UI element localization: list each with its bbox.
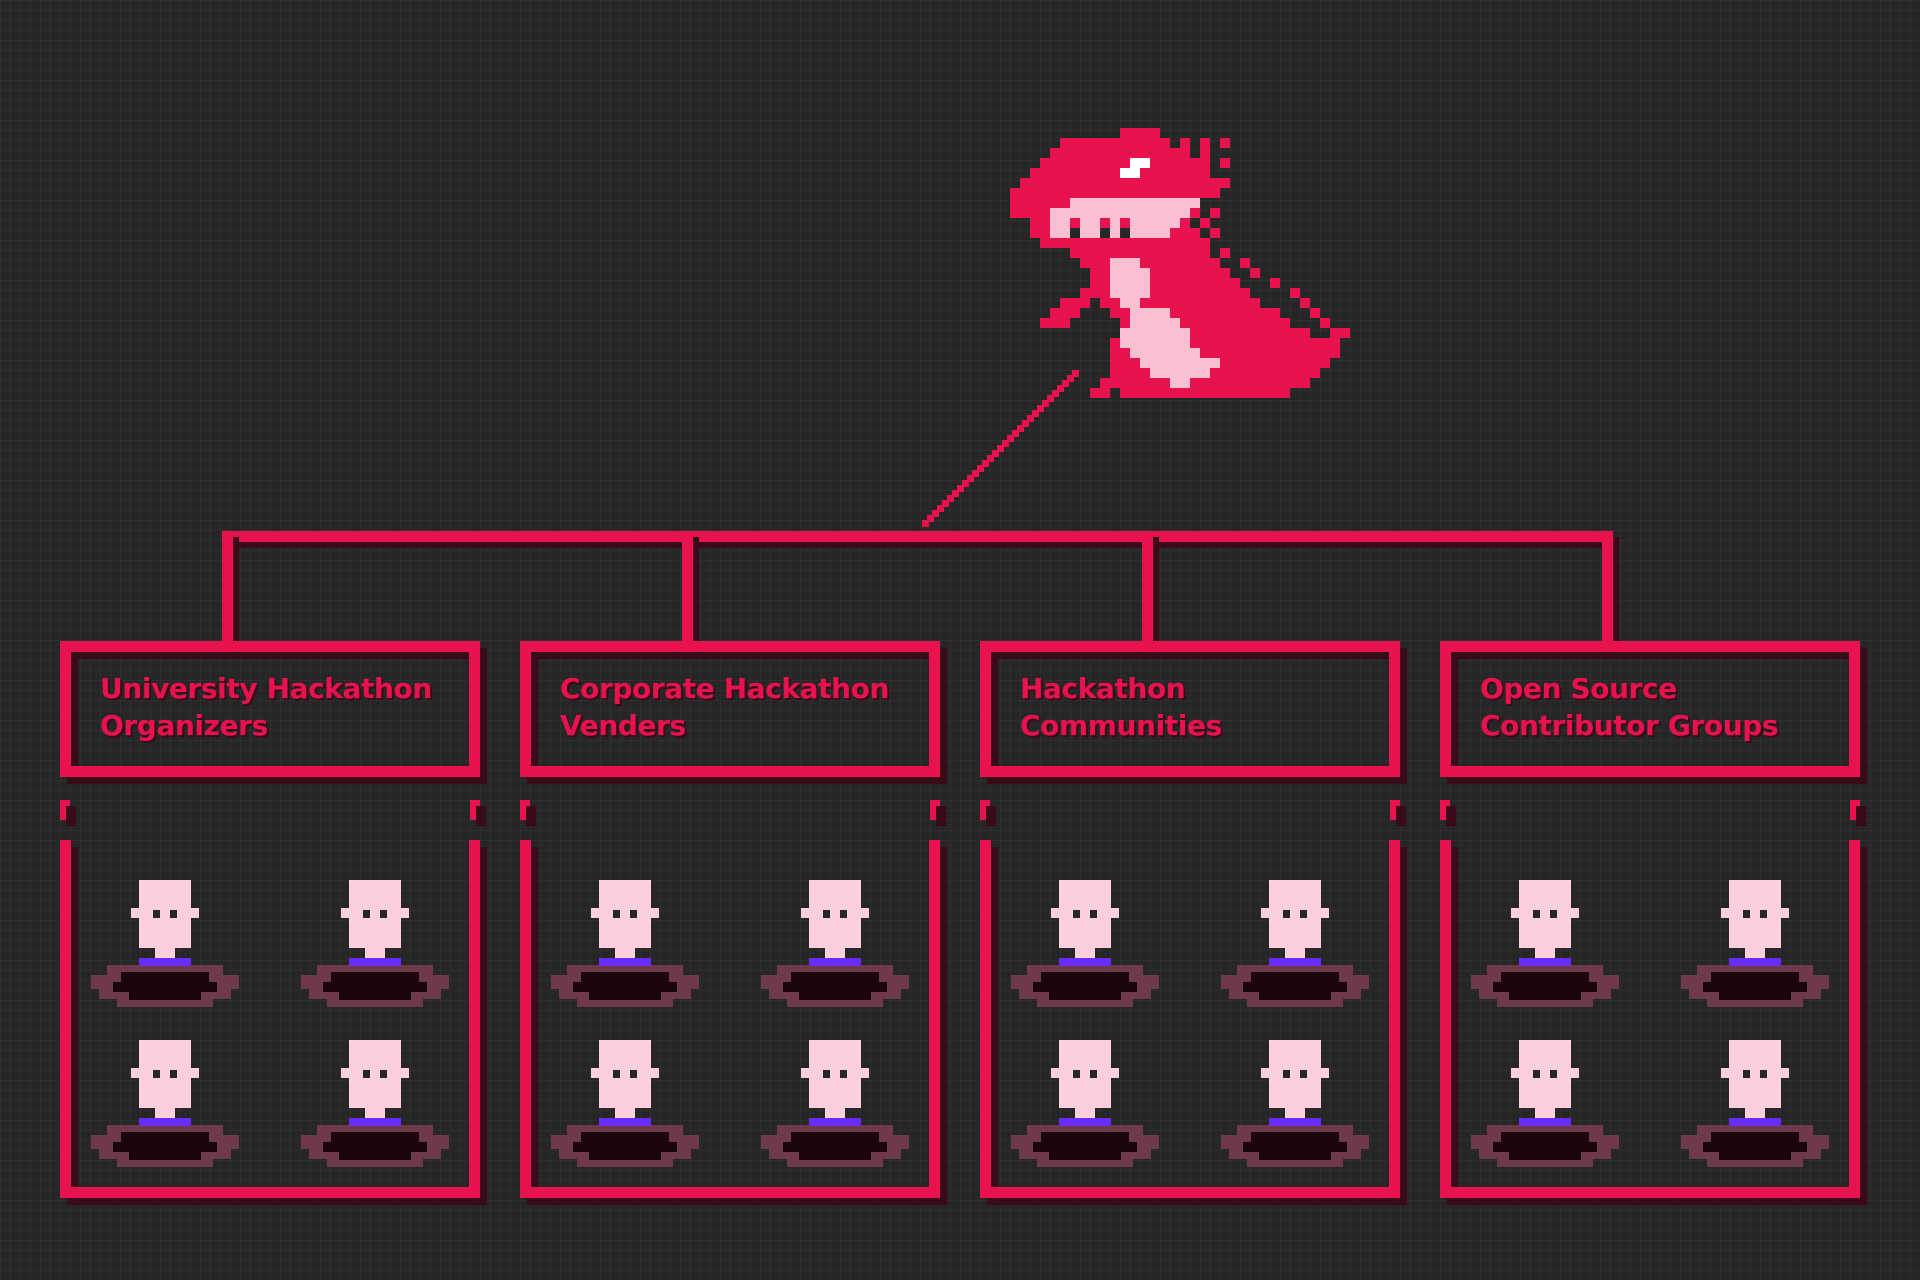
pixel-dinosaur-icon — [1010, 128, 1350, 398]
pixel-person-icon — [551, 880, 699, 1007]
pixel-person-icon — [1011, 1040, 1159, 1167]
group-divider-marks — [60, 800, 486, 826]
pixel-person-icon — [91, 1040, 239, 1167]
pixel-person-icon — [91, 880, 239, 1007]
group-label-line-1: Hackathon — [1020, 672, 1186, 705]
pixel-person-icon — [761, 1040, 909, 1167]
group-divider-marks — [980, 800, 1406, 826]
connector-drop-1-shadow — [228, 537, 239, 649]
group-label-line-2: Venders — [560, 709, 686, 742]
group-label-line-1: University Hackathon — [100, 672, 432, 705]
pixel-person-icon — [1221, 1040, 1369, 1167]
pixel-person-icon — [1221, 880, 1369, 1007]
group-label-line-1: Open Source — [1480, 672, 1677, 705]
group-member-box — [980, 840, 1407, 1205]
group-divider-marks — [520, 800, 946, 826]
pixel-person-icon — [1471, 880, 1619, 1007]
connector-drop-4 — [1602, 531, 1613, 643]
pixel-person-icon — [301, 880, 449, 1007]
group-divider-marks — [1440, 800, 1866, 826]
group-label-line-2: Contributor Groups — [1480, 709, 1779, 742]
group-boxes — [60, 641, 1867, 1205]
group-header-box — [60, 641, 487, 784]
pixel-person-icon — [1681, 880, 1829, 1007]
group-label-corporate: Corporate Hackathon Venders — [560, 670, 920, 744]
connector-drop-2-shadow — [688, 537, 699, 649]
group-member-box — [520, 840, 947, 1205]
pixel-person-icon — [551, 1040, 699, 1167]
pixel-person-icon — [1471, 1040, 1619, 1167]
group-label-open-source: Open Source Contributor Groups — [1480, 670, 1840, 744]
connector-drop-2 — [682, 531, 693, 643]
group-header-box — [1440, 641, 1867, 784]
group-member-box — [60, 840, 487, 1205]
group-label-communities: Hackathon Communities — [1020, 670, 1380, 744]
group-label-line-1: Corporate Hackathon — [560, 672, 890, 705]
connector-tree — [222, 531, 1619, 649]
connector-drop-3-shadow — [1148, 537, 1159, 649]
leash-line — [922, 370, 1079, 527]
group-header-box — [980, 641, 1407, 784]
connector-horizontal — [222, 531, 1612, 542]
group-label-university: University Hackathon Organizers — [100, 670, 460, 744]
group-header-box — [520, 641, 947, 784]
connector-drop-3 — [1142, 531, 1153, 643]
connector-horizontal-shadow — [228, 537, 1618, 548]
group-label-line-2: Communities — [1020, 709, 1222, 742]
pixel-person-icon — [1681, 1040, 1829, 1167]
connector-drop-1 — [222, 531, 233, 643]
pixel-person-icon — [1011, 880, 1159, 1007]
pixel-person-icon — [761, 880, 909, 1007]
pixel-person-icon — [301, 1040, 449, 1167]
group-member-box — [1440, 840, 1867, 1205]
connector-drop-4-shadow — [1608, 537, 1619, 649]
group-label-line-2: Organizers — [100, 709, 268, 742]
